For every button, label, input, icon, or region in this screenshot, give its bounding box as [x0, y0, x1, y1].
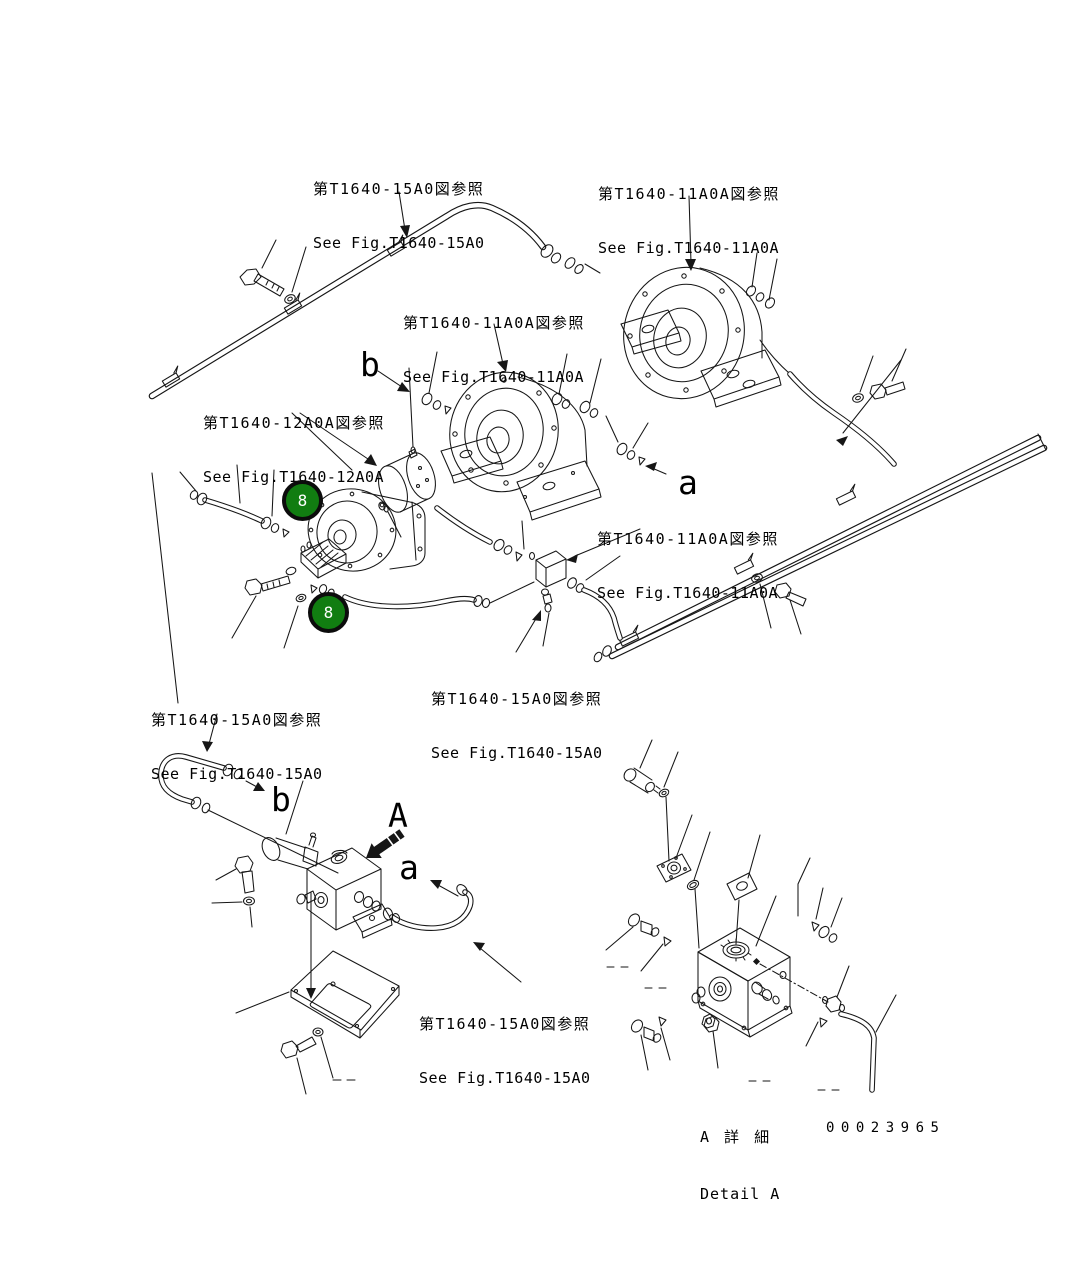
- ref-label-fig-t1640-15a0-center: 第T1640-15A0図参照 See Fig.T1640-15A0: [431, 654, 603, 798]
- ref-label-fig-t1640-12a0a: 第T1640-12A0A図参照 See Fig.T1640-12A0A: [203, 378, 385, 522]
- ref-label-en: See Fig.T1640-15A0: [313, 234, 485, 252]
- part-callout-8-lower[interactable]: 8: [308, 592, 349, 633]
- view-letter-a-bottom: a: [399, 848, 419, 887]
- ref-label-en: See Fig.T1640-12A0A: [203, 468, 385, 486]
- ref-label-en: See Fig.T1640-15A0: [151, 765, 323, 783]
- detail-a-caption-jp: A 詳 細: [700, 1128, 773, 1146]
- view-letter-view-a: A: [388, 796, 408, 835]
- ref-label-fig-t1640-11a0a-right: 第T1640-11A0A図参照 See Fig.T1640-11A0A: [597, 494, 779, 638]
- ref-label-en: See Fig.T1640-11A0A: [403, 368, 585, 386]
- ref-label-en: See Fig.T1640-11A0A: [597, 584, 779, 602]
- coupling-drum: [291, 367, 436, 538]
- detail-a-caption-en: Detail A: [700, 1185, 781, 1203]
- valve-assembly: [158, 713, 522, 1095]
- center-junction: [434, 505, 641, 653]
- right-pipe-bundle: [593, 348, 1048, 663]
- drawing-number: 00023965: [826, 1120, 946, 1136]
- ref-label-jp: 第T1640-11A0A図参照: [598, 185, 780, 203]
- ref-label-fig-t1640-11a0a-middle: 第T1640-11A0A図参照 See Fig.T1640-11A0A: [403, 278, 585, 422]
- view-letter-a-top: a: [678, 463, 698, 502]
- ref-label-jp: 第T1640-12A0A図参照: [203, 414, 385, 432]
- bearing-housing-top-right: [620, 195, 791, 408]
- view-letter-b-bottom: b: [271, 780, 291, 819]
- ref-label-fig-t1640-11a0a-topright: 第T1640-11A0A図参照 See Fig.T1640-11A0A: [598, 149, 780, 293]
- ref-label-en: See Fig.T1640-15A0: [419, 1069, 591, 1087]
- ref-label-jp: 第T1640-15A0図参照: [419, 1015, 591, 1033]
- ref-label-jp: 第T1640-15A0図参照: [431, 690, 603, 708]
- bearing-housing-middle: [377, 323, 667, 521]
- ref-label-jp: 第T1640-11A0A図参照: [403, 314, 585, 332]
- part-callout-8-upper[interactable]: 8: [282, 480, 323, 521]
- detail-a-caption: A 詳 細 Detail A: [700, 1090, 780, 1242]
- ref-label-jp: 第T1640-15A0図参照: [313, 180, 485, 198]
- top-long-pipe: [148, 191, 601, 400]
- ref-label-en: See Fig.T1640-15A0: [431, 744, 603, 762]
- part-callout-label: 8: [297, 491, 308, 510]
- ref-label-fig-t1640-15a0-top: 第T1640-15A0図参照 See Fig.T1640-15A0: [313, 144, 485, 288]
- ref-label-jp: 第T1640-15A0図参照: [151, 711, 323, 729]
- ref-label-jp: 第T1640-11A0A図参照: [597, 530, 779, 548]
- ref-label-en: See Fig.T1640-11A0A: [598, 239, 780, 257]
- view-letter-b-top: b: [360, 345, 380, 384]
- detail-a-exploded: [605, 739, 897, 1093]
- part-callout-label: 8: [323, 603, 334, 622]
- ref-label-fig-t1640-15a0-bottom: 第T1640-15A0図参照 See Fig.T1640-15A0: [419, 979, 591, 1123]
- ref-label-fig-t1640-15a0-left: 第T1640-15A0図参照 See Fig.T1640-15A0: [151, 675, 323, 819]
